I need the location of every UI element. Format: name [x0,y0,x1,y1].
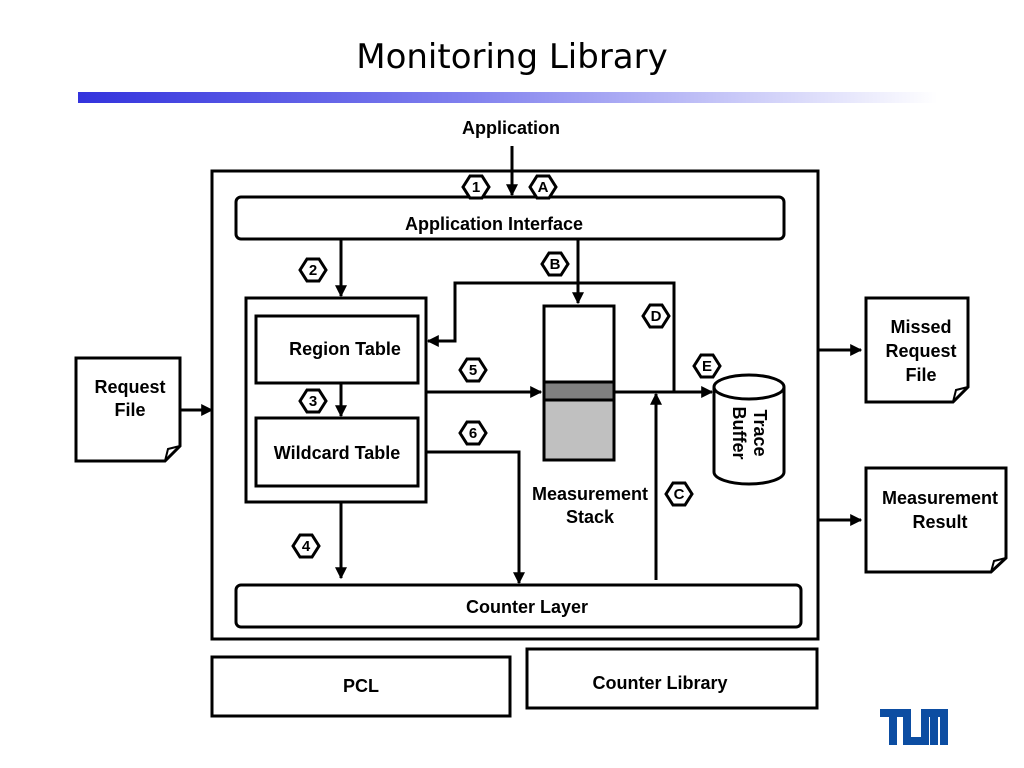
measurement-result-label-line2: Result [912,512,967,532]
application-interface-box [234,195,786,241]
title-accent-bar [78,92,938,103]
svg-text:4: 4 [302,538,311,555]
svg-text:1: 1 [472,179,480,196]
svg-text:6: 6 [469,425,477,442]
wildcard-table-box [254,416,420,488]
step-6-badge: 6 [458,420,488,446]
measurement-stack-label-line1: Measurement [532,484,648,504]
trace-buffer-label-line2: Buffer [729,407,749,460]
svg-text:5: 5 [469,362,477,379]
svg-text:2: 2 [309,262,317,279]
step-a-badge: A [528,174,558,200]
svg-text:C: C [674,486,685,503]
step-3-badge: 3 [298,388,328,414]
step-b-badge: B [540,251,570,277]
counter-layer-label: Counter Layer [466,597,588,617]
request-file-label-line1: Request [94,377,165,397]
missed-request-file-document: Missed Request File [864,296,970,404]
slide-title: Monitoring Library [356,37,668,77]
region-table-box [254,314,420,385]
tum-logo [880,709,948,745]
measurement-stack-lower [542,398,616,462]
measurement-stack-upper [542,304,616,384]
application-interface-label: Application Interface [405,214,583,234]
svg-text:D: D [651,308,662,325]
counter-layer-box [234,583,803,629]
trace-buffer-label-line1: Trace [750,409,770,456]
svg-text:B: B [550,256,561,273]
step-e-badge: E [692,353,722,379]
trace-buffer-cylinder: Trace Buffer [712,373,786,486]
step-c-badge: C [664,481,694,507]
step-1-badge: 1 [461,174,491,200]
application-label: Application [462,118,560,138]
svg-text:E: E [702,358,712,375]
svg-text:3: 3 [309,393,317,410]
missed-request-file-label-line2: Request [885,341,956,361]
region-table-label: Region Table [289,339,401,359]
step-4-badge: 4 [291,533,321,559]
wildcard-table-label: Wildcard Table [274,443,401,463]
step-5-badge: 5 [458,357,488,383]
step-2-badge: 2 [298,257,328,283]
wildcard-to-counter-layer-arrow [426,450,525,585]
measurement-stack-band [542,380,616,402]
missed-request-file-label-line3: File [905,365,936,385]
tables-group-box [244,296,428,504]
request-file-document: Request File [74,356,182,463]
counter-library-box [525,647,819,710]
pcl-box [210,655,512,718]
stack-to-region-table-arrow [426,281,676,392]
counter-library-label: Counter Library [592,673,727,693]
svg-text:A: A [538,179,549,196]
measurement-result-document: Measurement Result [864,466,1008,574]
missed-request-file-label-line1: Missed [890,317,951,337]
measurement-stack-label-line2: Stack [566,507,615,527]
request-file-label-line2: File [114,400,145,420]
pcl-label: PCL [343,676,379,696]
measurement-result-label-line1: Measurement [882,488,998,508]
step-d-badge: D [641,303,671,329]
